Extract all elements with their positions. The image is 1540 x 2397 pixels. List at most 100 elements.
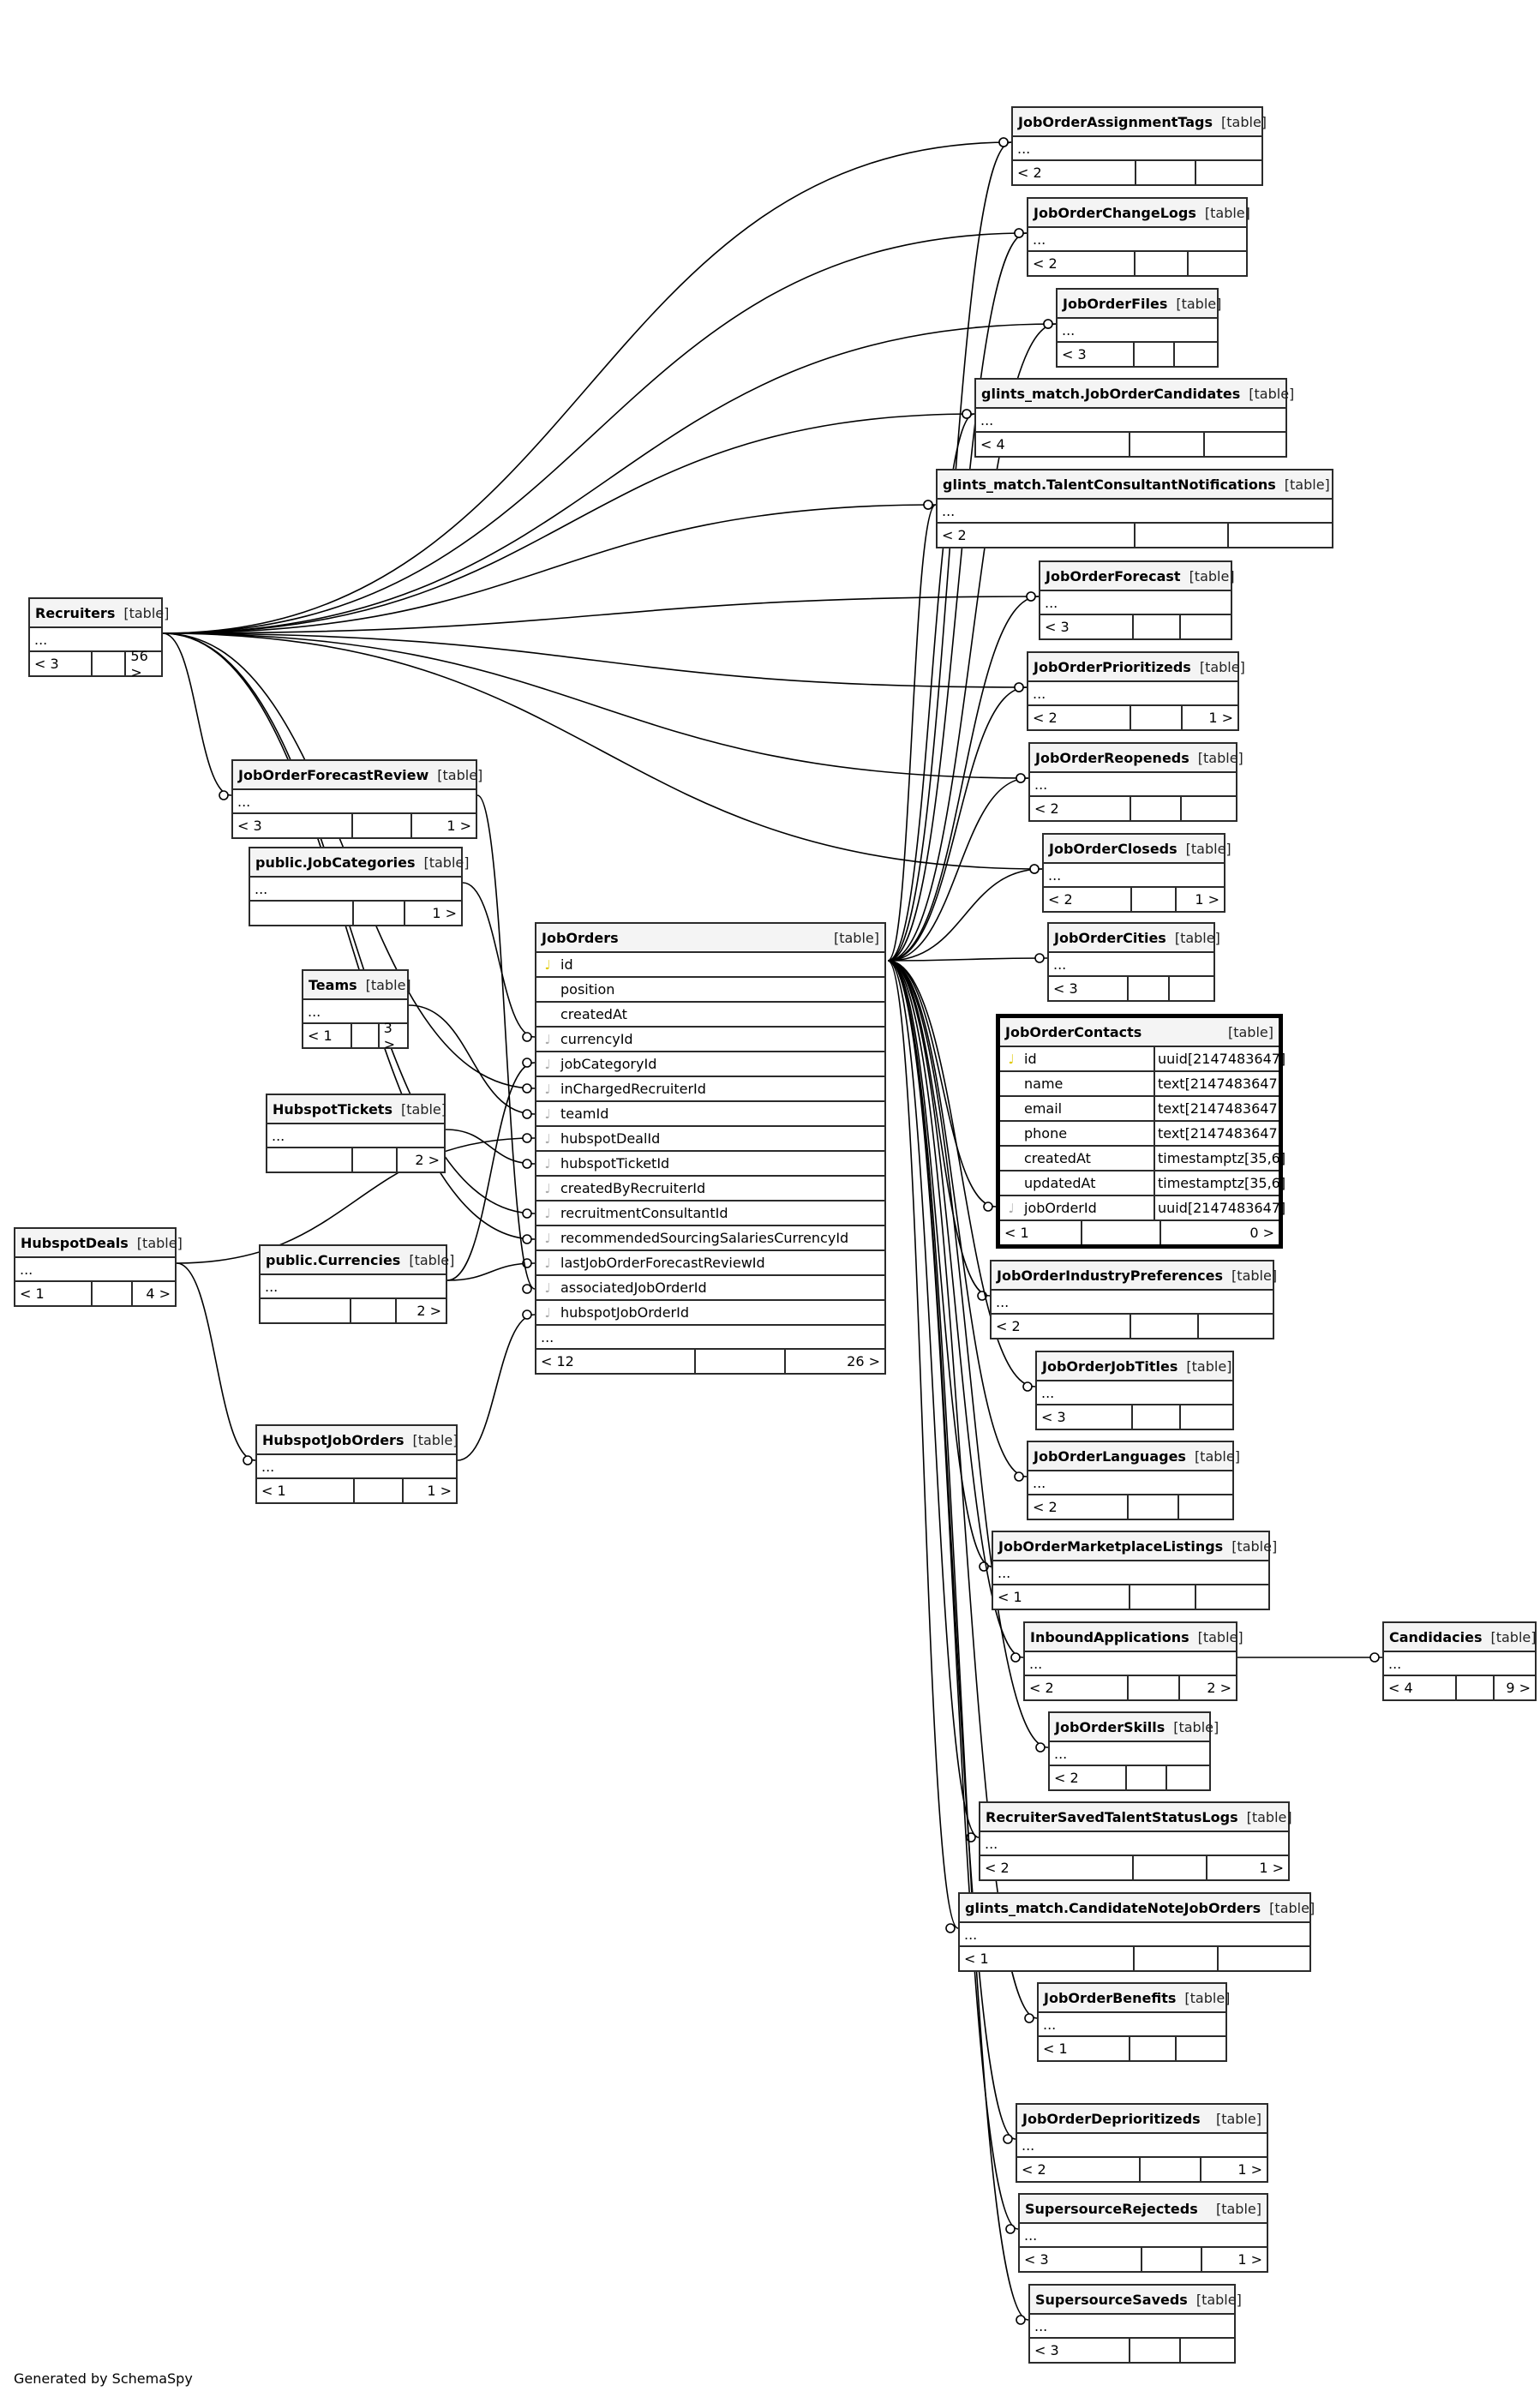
children-link[interactable] — [1195, 1585, 1268, 1609]
column-row[interactable]: ♩lastJobOrderForecastReviewId — [536, 1251, 884, 1276]
parents-link[interactable] — [261, 1299, 350, 1322]
children-link[interactable]: 1 > — [410, 814, 476, 837]
column-row[interactable]: ♩currencyId — [536, 1028, 884, 1052]
children-link[interactable] — [1179, 1405, 1232, 1429]
parents-link[interactable]: < 2 — [1029, 1680, 1054, 1696]
parents-link[interactable]: < 1 — [998, 1589, 1022, 1605]
parents-link[interactable]: < 2 — [1033, 710, 1058, 726]
table-JobOrderMarketplaceListings[interactable]: JobOrderMarketplaceListings[table]...< 1 — [992, 1531, 1277, 1610]
parents-link[interactable]: < 2 — [1054, 1770, 1079, 1786]
children-link[interactable] — [1177, 1495, 1232, 1519]
column-row[interactable]: ♩createdByRecruiterId — [536, 1177, 884, 1201]
children-link[interactable]: 2 > — [395, 1148, 444, 1172]
table-HubspotTickets[interactable]: HubspotTickets[table]...2 > — [266, 1094, 446, 1173]
column-row[interactable]: position — [536, 978, 884, 1003]
children-link[interactable] — [1165, 1766, 1209, 1789]
table-JobOrderFiles[interactable]: JobOrderFiles[table]...< 3 — [1056, 288, 1221, 368]
parents-link[interactable]: < 1 — [308, 1028, 333, 1044]
parents-link[interactable]: < 3 — [1062, 346, 1087, 363]
column-row[interactable]: ♩hubspotJobOrderId — [536, 1301, 884, 1326]
parents-link[interactable]: < 2 — [1034, 800, 1059, 817]
parents-link[interactable]: < 3 — [1053, 980, 1078, 997]
parents-link[interactable]: < 1 — [261, 1483, 286, 1499]
children-link[interactable]: 3 > — [377, 1020, 407, 1052]
children-link[interactable]: 1 > — [1206, 1856, 1288, 1879]
parents-link[interactable]: < 2 — [1048, 891, 1073, 908]
column-row[interactable]: ♩inChargedRecruiterId — [536, 1077, 884, 1102]
children-link[interactable]: 2 > — [1178, 1676, 1236, 1699]
children-link[interactable]: 2 > — [395, 1299, 446, 1322]
children-link[interactable]: 1 > — [1200, 2248, 1267, 2271]
parents-link[interactable]: < 1 — [1043, 2040, 1068, 2057]
children-link[interactable]: 0 > — [1159, 1221, 1279, 1244]
table-JobOrderChangeLogs[interactable]: JobOrderChangeLogs[table]...< 2 — [1027, 197, 1250, 277]
table-JobOrderCities[interactable]: JobOrderCities[table]...< 3 — [1047, 922, 1220, 1002]
parents-link[interactable] — [267, 1148, 351, 1172]
parents-link[interactable]: < 2 — [996, 1318, 1021, 1334]
children-link[interactable]: 1 > — [1174, 888, 1224, 911]
table-JobOrderCandidates[interactable]: glints_match.JobOrderCandidates[table]..… — [974, 378, 1294, 458]
children-link[interactable] — [1172, 343, 1217, 366]
parents-link[interactable]: < 3 — [1045, 619, 1070, 635]
parents-link[interactable]: < 1 — [964, 1951, 989, 1967]
parents-link[interactable]: < 2 — [1033, 255, 1058, 272]
children-link[interactable]: 56 > — [124, 648, 161, 680]
table-RecruiterSavedTalentStatusLogs[interactable]: RecruiterSavedTalentStatusLogs[table]...… — [979, 1801, 1292, 1881]
children-link[interactable] — [1178, 2339, 1234, 2362]
parents-link[interactable]: < 4 — [1388, 1680, 1413, 1696]
parents-link[interactable]: < 12 — [541, 1353, 574, 1369]
parents-link[interactable]: < 4 — [980, 436, 1005, 452]
parents-link[interactable] — [250, 902, 352, 925]
parents-link[interactable]: < 2 — [1033, 1499, 1058, 1515]
children-link[interactable]: 4 > — [130, 1282, 175, 1305]
children-link[interactable] — [1216, 1947, 1309, 1970]
table-JobOrderJobTitles[interactable]: JobOrderJobTitles[table]...< 3 — [1035, 1351, 1234, 1430]
children-link[interactable] — [1195, 161, 1261, 184]
children-link[interactable] — [1180, 797, 1236, 820]
column-row[interactable]: ♩recruitmentConsultantId — [536, 1201, 884, 1226]
column-row[interactable]: ♩hubspotTicketId — [536, 1152, 884, 1177]
table-JobOrderReopeneds[interactable]: JobOrderReopeneds[table]...< 2 — [1028, 742, 1243, 822]
parents-link[interactable]: < 2 — [985, 1860, 1010, 1876]
parents-link[interactable]: < 3 — [237, 818, 262, 834]
children-link[interactable] — [1187, 252, 1246, 275]
column-row[interactable]: ♩associatedJobOrderId — [536, 1276, 884, 1301]
children-link[interactable]: 1 > — [1181, 706, 1237, 729]
column-row[interactable]: ♩hubspotDealId — [536, 1127, 884, 1152]
table-JobOrderForecast[interactable]: JobOrderForecast[table]...< 3 — [1039, 560, 1235, 640]
table-JobOrderSkills[interactable]: JobOrderSkills[table]...< 2 — [1048, 1711, 1219, 1791]
children-link[interactable] — [1168, 977, 1213, 1000]
parents-link[interactable]: < 3 — [1024, 2251, 1049, 2268]
children-link[interactable] — [1174, 2037, 1225, 2060]
table-JobOrderIndustryPreferences[interactable]: JobOrderIndustryPreferences[table]...< 2 — [990, 1260, 1277, 1339]
parents-link[interactable]: < 3 — [1034, 2342, 1059, 2358]
table-Currencies[interactable]: public.Currencies[table]...2 > — [259, 1244, 454, 1324]
children-link[interactable]: 26 > — [784, 1350, 884, 1373]
table-SupersourceSaveds[interactable]: SupersourceSaveds[table]...< 3 — [1028, 2284, 1242, 2364]
table-CandidateNoteJobOrders[interactable]: glints_match.CandidateNoteJobOrders[tabl… — [958, 1892, 1315, 1972]
children-link[interactable] — [1202, 433, 1285, 456]
table-JobOrderLanguages[interactable]: JobOrderLanguages[table]...< 2 — [1027, 1441, 1240, 1520]
parents-link[interactable]: < 2 — [1017, 165, 1042, 181]
children-link[interactable]: 9 > — [1493, 1676, 1535, 1699]
children-link[interactable]: 1 > — [1199, 2158, 1267, 2181]
column-row[interactable]: ♩id — [536, 953, 884, 978]
children-link[interactable] — [1227, 524, 1332, 547]
parents-link[interactable]: < 2 — [942, 527, 967, 543]
children-link[interactable] — [1178, 615, 1231, 638]
